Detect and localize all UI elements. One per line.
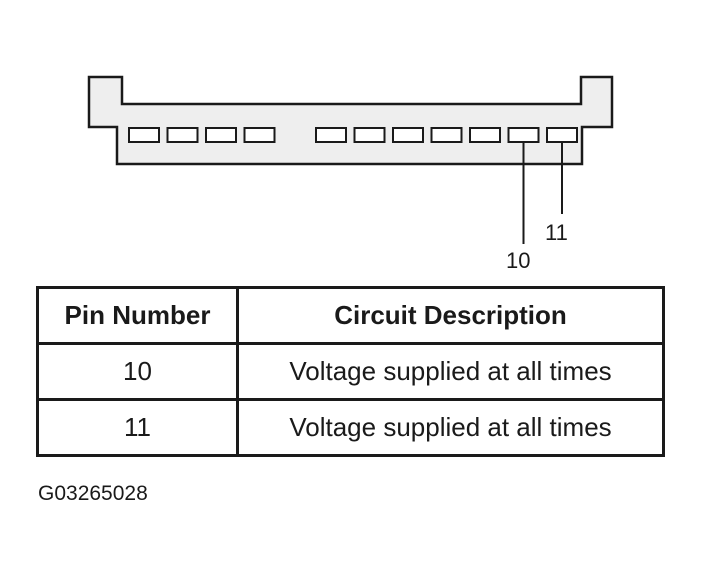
pin-callout-10: 10 xyxy=(506,248,531,273)
pin-cavity xyxy=(392,127,424,143)
circuit-description-cell: Voltage supplied at all times xyxy=(236,398,665,457)
pin-number-cell: 10 xyxy=(36,342,239,401)
pin-cavity xyxy=(430,127,463,143)
pin-number-cell: 11 xyxy=(36,398,239,457)
pin-cavity xyxy=(507,127,540,143)
pin-cavity xyxy=(166,127,199,143)
pin-cavity xyxy=(128,127,160,143)
pin-cavity xyxy=(243,127,276,143)
pin-cavity xyxy=(546,127,578,143)
pin-cavity xyxy=(315,127,347,143)
pin-cavity xyxy=(469,127,501,143)
pin-table: Pin Number Circuit Description 10 Voltag… xyxy=(36,286,665,457)
circuit-description-cell: Voltage supplied at all times xyxy=(236,342,665,401)
header-pin-number: Pin Number xyxy=(36,286,239,345)
table-row: 11 Voltage supplied at all times xyxy=(36,398,665,457)
connector-diagram xyxy=(87,75,614,244)
pin-cavity xyxy=(353,127,386,143)
pin-callout-11: 11 xyxy=(545,220,568,245)
table-row: 10 Voltage supplied at all times xyxy=(36,342,665,401)
figure-code: G03265028 xyxy=(38,482,148,505)
header-circuit-description: Circuit Description xyxy=(236,286,665,345)
connector-body xyxy=(87,75,614,166)
table-header-row: Pin Number Circuit Description xyxy=(36,286,665,345)
pin-cavity xyxy=(205,127,237,143)
